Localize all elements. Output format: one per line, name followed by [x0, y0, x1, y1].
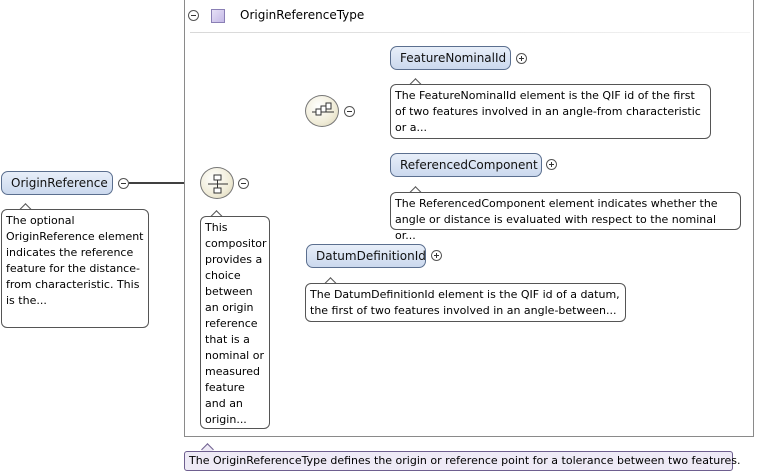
complex-type-icon: [211, 9, 225, 23]
type-title: OriginReferenceType: [240, 8, 365, 22]
featurenominalid-annotation: The FeatureNominalId element is the QIF …: [390, 84, 711, 139]
sequence-compositor-icon: [312, 102, 334, 116]
choice-annotation-text: This compositor provides a choice betwee…: [205, 221, 267, 426]
element-referencedcomponent[interactable]: ReferencedComponent: [390, 153, 542, 177]
sequence-compositor[interactable]: [305, 95, 339, 127]
element-originreference[interactable]: OriginReference: [1, 171, 113, 195]
element-datumdefinitionid[interactable]: DatumDefinitionId: [306, 244, 426, 268]
type-annotation-text: The OriginReferenceType defines the orig…: [189, 454, 741, 467]
referencedcomponent-annotation-text: The ReferencedComponent element indicate…: [395, 197, 718, 242]
root-annotation-text: The optional OriginReference element ind…: [6, 214, 144, 307]
choice-annotation: This compositor provides a choice betwee…: [200, 216, 270, 429]
choice-compositor-icon: [208, 174, 228, 194]
referencedcomponent-annotation: The ReferencedComponent element indicate…: [390, 192, 741, 242]
datumdefinitionid-annotation-text: The DatumDefinitionId element is the QIF…: [310, 288, 620, 317]
collapse-type-icon[interactable]: [188, 10, 199, 21]
expand-referencedcomponent-icon[interactable]: [546, 159, 557, 170]
collapse-sequence-icon[interactable]: [344, 106, 355, 117]
expand-datumdefinitionid-icon[interactable]: [431, 250, 442, 261]
featurenominalid-annotation-text: The FeatureNominalId element is the QIF …: [395, 89, 701, 134]
expand-featurenominalid-icon[interactable]: [516, 53, 527, 64]
collapse-choice-icon[interactable]: [238, 178, 249, 189]
type-header-divider: [190, 32, 750, 33]
choice-compositor[interactable]: [200, 167, 234, 199]
datumdefinitionid-annotation: The DatumDefinitionId element is the QIF…: [305, 283, 626, 322]
element-featurenominalid[interactable]: FeatureNominalId: [390, 46, 511, 70]
type-annotation: The OriginReferenceType defines the orig…: [184, 451, 741, 471]
root-annotation: The optional OriginReference element ind…: [1, 209, 149, 328]
collapse-originreference-icon[interactable]: [118, 178, 129, 189]
